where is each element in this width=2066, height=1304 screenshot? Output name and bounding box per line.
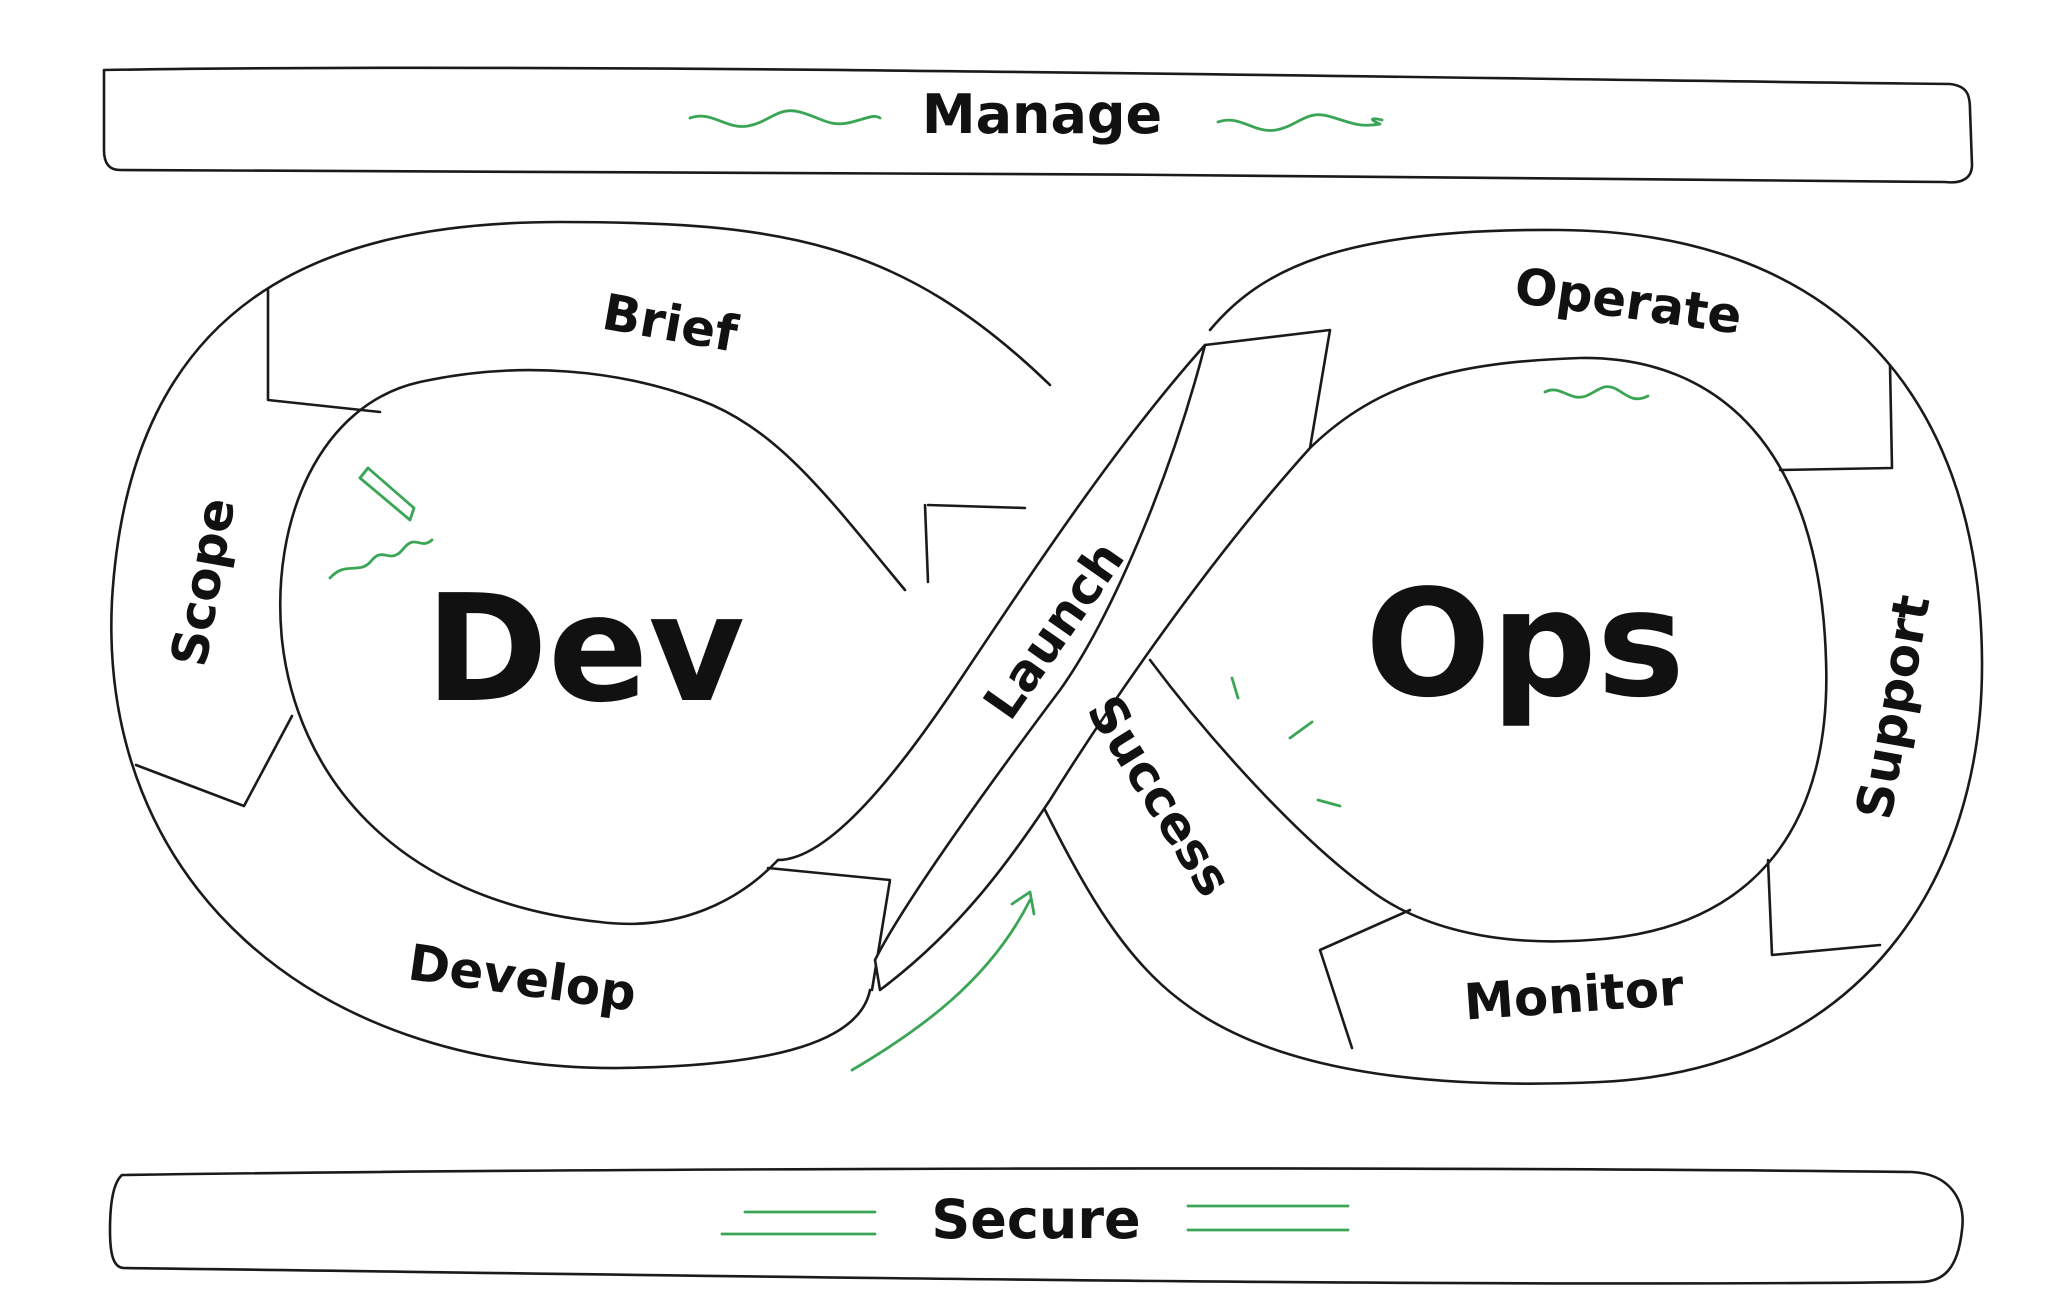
- dev-label: Dev: [425, 563, 745, 735]
- monitor-success-divider: [1318, 908, 1412, 1050]
- secure-band-outline: [108, 1167, 1964, 1285]
- manage-squiggles-icon: [688, 109, 1384, 132]
- brief-scope-divider: [266, 288, 382, 414]
- pencil-icon: [328, 466, 434, 580]
- stage-success-label: Success: [1075, 686, 1243, 907]
- launch-band-edge-top: [776, 343, 1207, 862]
- right-loop-inner: [1148, 356, 1828, 943]
- left-loop-inner: [278, 368, 907, 926]
- operate-squiggle-icon: [1543, 385, 1650, 401]
- manage-band-outline: [102, 66, 1974, 184]
- sparkle-icon: [1230, 676, 1342, 808]
- manage-label: Manage: [922, 83, 1162, 146]
- ops-label: Ops: [1365, 558, 1685, 730]
- secure-band: Secure: [108, 1167, 1964, 1285]
- stage-monitor-label: Monitor: [1462, 958, 1686, 1031]
- manage-band: Manage: [102, 66, 1974, 184]
- infinity-loop: [110, 220, 1984, 1085]
- secure-label: Secure: [931, 1188, 1140, 1251]
- stage-support-label: Support: [1845, 591, 1941, 824]
- right-loop-outer: [1038, 228, 1984, 1085]
- stage-develop-label: Develop: [405, 933, 640, 1022]
- stage-scope-label: Scope: [160, 493, 247, 670]
- launch-band: [873, 328, 1332, 992]
- stage-operate-label: Operate: [1511, 257, 1745, 346]
- secure-double-line-icon: [720, 1204, 1350, 1236]
- scope-develop-divider: [134, 714, 294, 808]
- brief-launch-divider: [923, 503, 1027, 584]
- operate-support-divider: [1778, 363, 1894, 472]
- develop-launch-divider: [766, 866, 892, 992]
- support-monitor-divider: [1766, 858, 1882, 957]
- curved-arrow-icon: [850, 890, 1036, 1072]
- left-loop-outer: [110, 220, 1052, 1070]
- stage-brief-label: Brief: [598, 283, 743, 364]
